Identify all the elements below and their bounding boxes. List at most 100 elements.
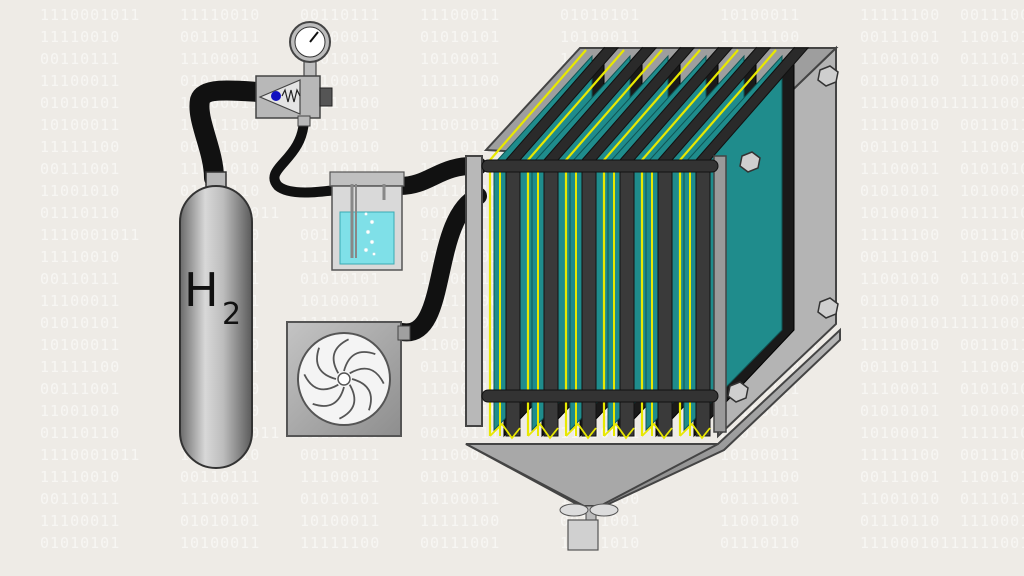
fan-blade [343, 351, 376, 372]
stack-left-end-plate [465, 155, 483, 427]
binary-text: 11110010 [860, 116, 940, 134]
binary-text: 10100011 [40, 336, 120, 354]
binary-text: 11110010 [40, 248, 120, 266]
binary-text: 10100011 [420, 490, 500, 508]
drain-valve-handle-right [589, 503, 619, 517]
binary-text: 01110110 [960, 490, 1024, 508]
binary-text: 11110010 [420, 402, 500, 420]
binary-text: 01110110 [960, 50, 1024, 68]
binary-text: 01110110 [860, 72, 940, 90]
binary-text: 10100011 [560, 28, 640, 46]
hose-regulator-to-humidifier [269, 113, 341, 198]
binary-text: 00111001 [860, 248, 940, 266]
stack-electrode-edge [489, 422, 521, 440]
binary-text: 00110111 [40, 50, 120, 68]
fan-blade [351, 378, 372, 411]
regulator-outlet [297, 115, 311, 127]
binary-text: 00110111 [40, 270, 120, 288]
binary-text: 00111001 [420, 94, 500, 112]
drain-valve-body [567, 519, 599, 551]
regulator-knob [319, 87, 333, 107]
binary-text: 00111001 [960, 226, 1024, 244]
binary-text: 10100011 [960, 182, 1024, 200]
binary-text: 11100011 [420, 6, 500, 24]
binary-text: 00111001 [40, 160, 120, 178]
binary-text: 01110110 [720, 534, 800, 552]
binary-text: 10100011 [720, 6, 800, 24]
bolt-icon [727, 381, 749, 403]
binary-text: 00111001 [960, 446, 1024, 464]
binary-text: 00111001 [720, 490, 800, 508]
binary-text: 11001010 [860, 490, 940, 508]
air-blower [286, 321, 411, 437]
binary-text: 00110111 [860, 138, 940, 156]
bolt-icon [817, 65, 839, 87]
fan-icon [303, 338, 385, 420]
binary-text: 00111001 [960, 6, 1024, 24]
binary-text: 11001010 [420, 336, 500, 354]
binary-text: 11111100 [720, 28, 800, 46]
binary-text: 11111100 [420, 72, 500, 90]
stack-plates [488, 46, 810, 440]
binary-text: 11100011 [960, 138, 1024, 156]
binary-text: 00110111 [860, 358, 940, 376]
binary-text: 00110111 [960, 336, 1024, 354]
binary-text: 01010101 [860, 402, 940, 420]
pressure-gauge-needle [309, 31, 319, 43]
fan-blade [349, 367, 385, 385]
binary-text: 10100011 [420, 50, 500, 68]
binary-text: 01010101 [300, 490, 380, 508]
stack-hopper-front [465, 443, 719, 507]
tie-rod-top [481, 159, 719, 173]
binary-text: 00110111 [960, 116, 1024, 134]
hose-fan-to-stack [393, 187, 487, 342]
binary-text: 11110010 [180, 6, 260, 24]
binary-text: 11001010 [960, 28, 1024, 46]
binary-text: 1110001011 [860, 314, 960, 332]
binary-text: 01010101 [960, 160, 1024, 178]
binary-text: 01110110 [40, 424, 120, 442]
binary-text: 10100011 [720, 446, 800, 464]
binary-text: 11001010 [420, 116, 500, 134]
tie-rod-bottom [481, 389, 719, 403]
binary-text: 11110010 [960, 314, 1024, 332]
hydrogen-tank: H 2 [179, 171, 253, 469]
humidifier-lid [329, 171, 405, 187]
binary-text: 11110010 [960, 94, 1024, 112]
hose-tank-to-regulator [189, 80, 268, 188]
stack-right-end-plate [713, 155, 727, 433]
binary-text: 01010101 [420, 468, 500, 486]
binary-text: 01010101 [40, 94, 120, 112]
binary-text: 11110010 [960, 534, 1024, 552]
binary-text: 11111100 [860, 446, 940, 464]
binary-text: 11001010 [860, 50, 940, 68]
binary-text: 01010101 [300, 270, 380, 288]
fan-blade [338, 384, 356, 420]
binary-text: 01010101 [180, 512, 260, 530]
binary-text: 11111100 [860, 6, 940, 24]
binary-text: 00111001 [860, 28, 940, 46]
fan-hub [337, 372, 351, 386]
binary-text: 00111001 [40, 380, 120, 398]
binary-text: 11100011 [40, 292, 120, 310]
binary-text: 1110001011 [860, 534, 960, 552]
binary-text: 10100011 [860, 424, 940, 442]
binary-text: 11001010 [960, 468, 1024, 486]
binary-text: 01110110 [40, 204, 120, 222]
binary-text: 10100011 [860, 204, 940, 222]
binary-text: 11001010 [300, 138, 380, 156]
binary-text: 1110001011 [960, 72, 1024, 90]
binary-text: 11001010 [720, 512, 800, 530]
binary-text: 11111100 [860, 226, 940, 244]
binary-text: 1110001011 [860, 94, 960, 112]
binary-text: 10100011 [40, 116, 120, 134]
drain-valve-handle-left [559, 503, 589, 517]
binary-text: 11111100 [960, 204, 1024, 222]
tank-label-subscript: 2 [222, 297, 241, 332]
binary-text: 00111001 [860, 468, 940, 486]
binary-text: 00110111 [40, 490, 120, 508]
stack-electrode-edge [641, 422, 673, 440]
binary-text: 01010101 [960, 380, 1024, 398]
